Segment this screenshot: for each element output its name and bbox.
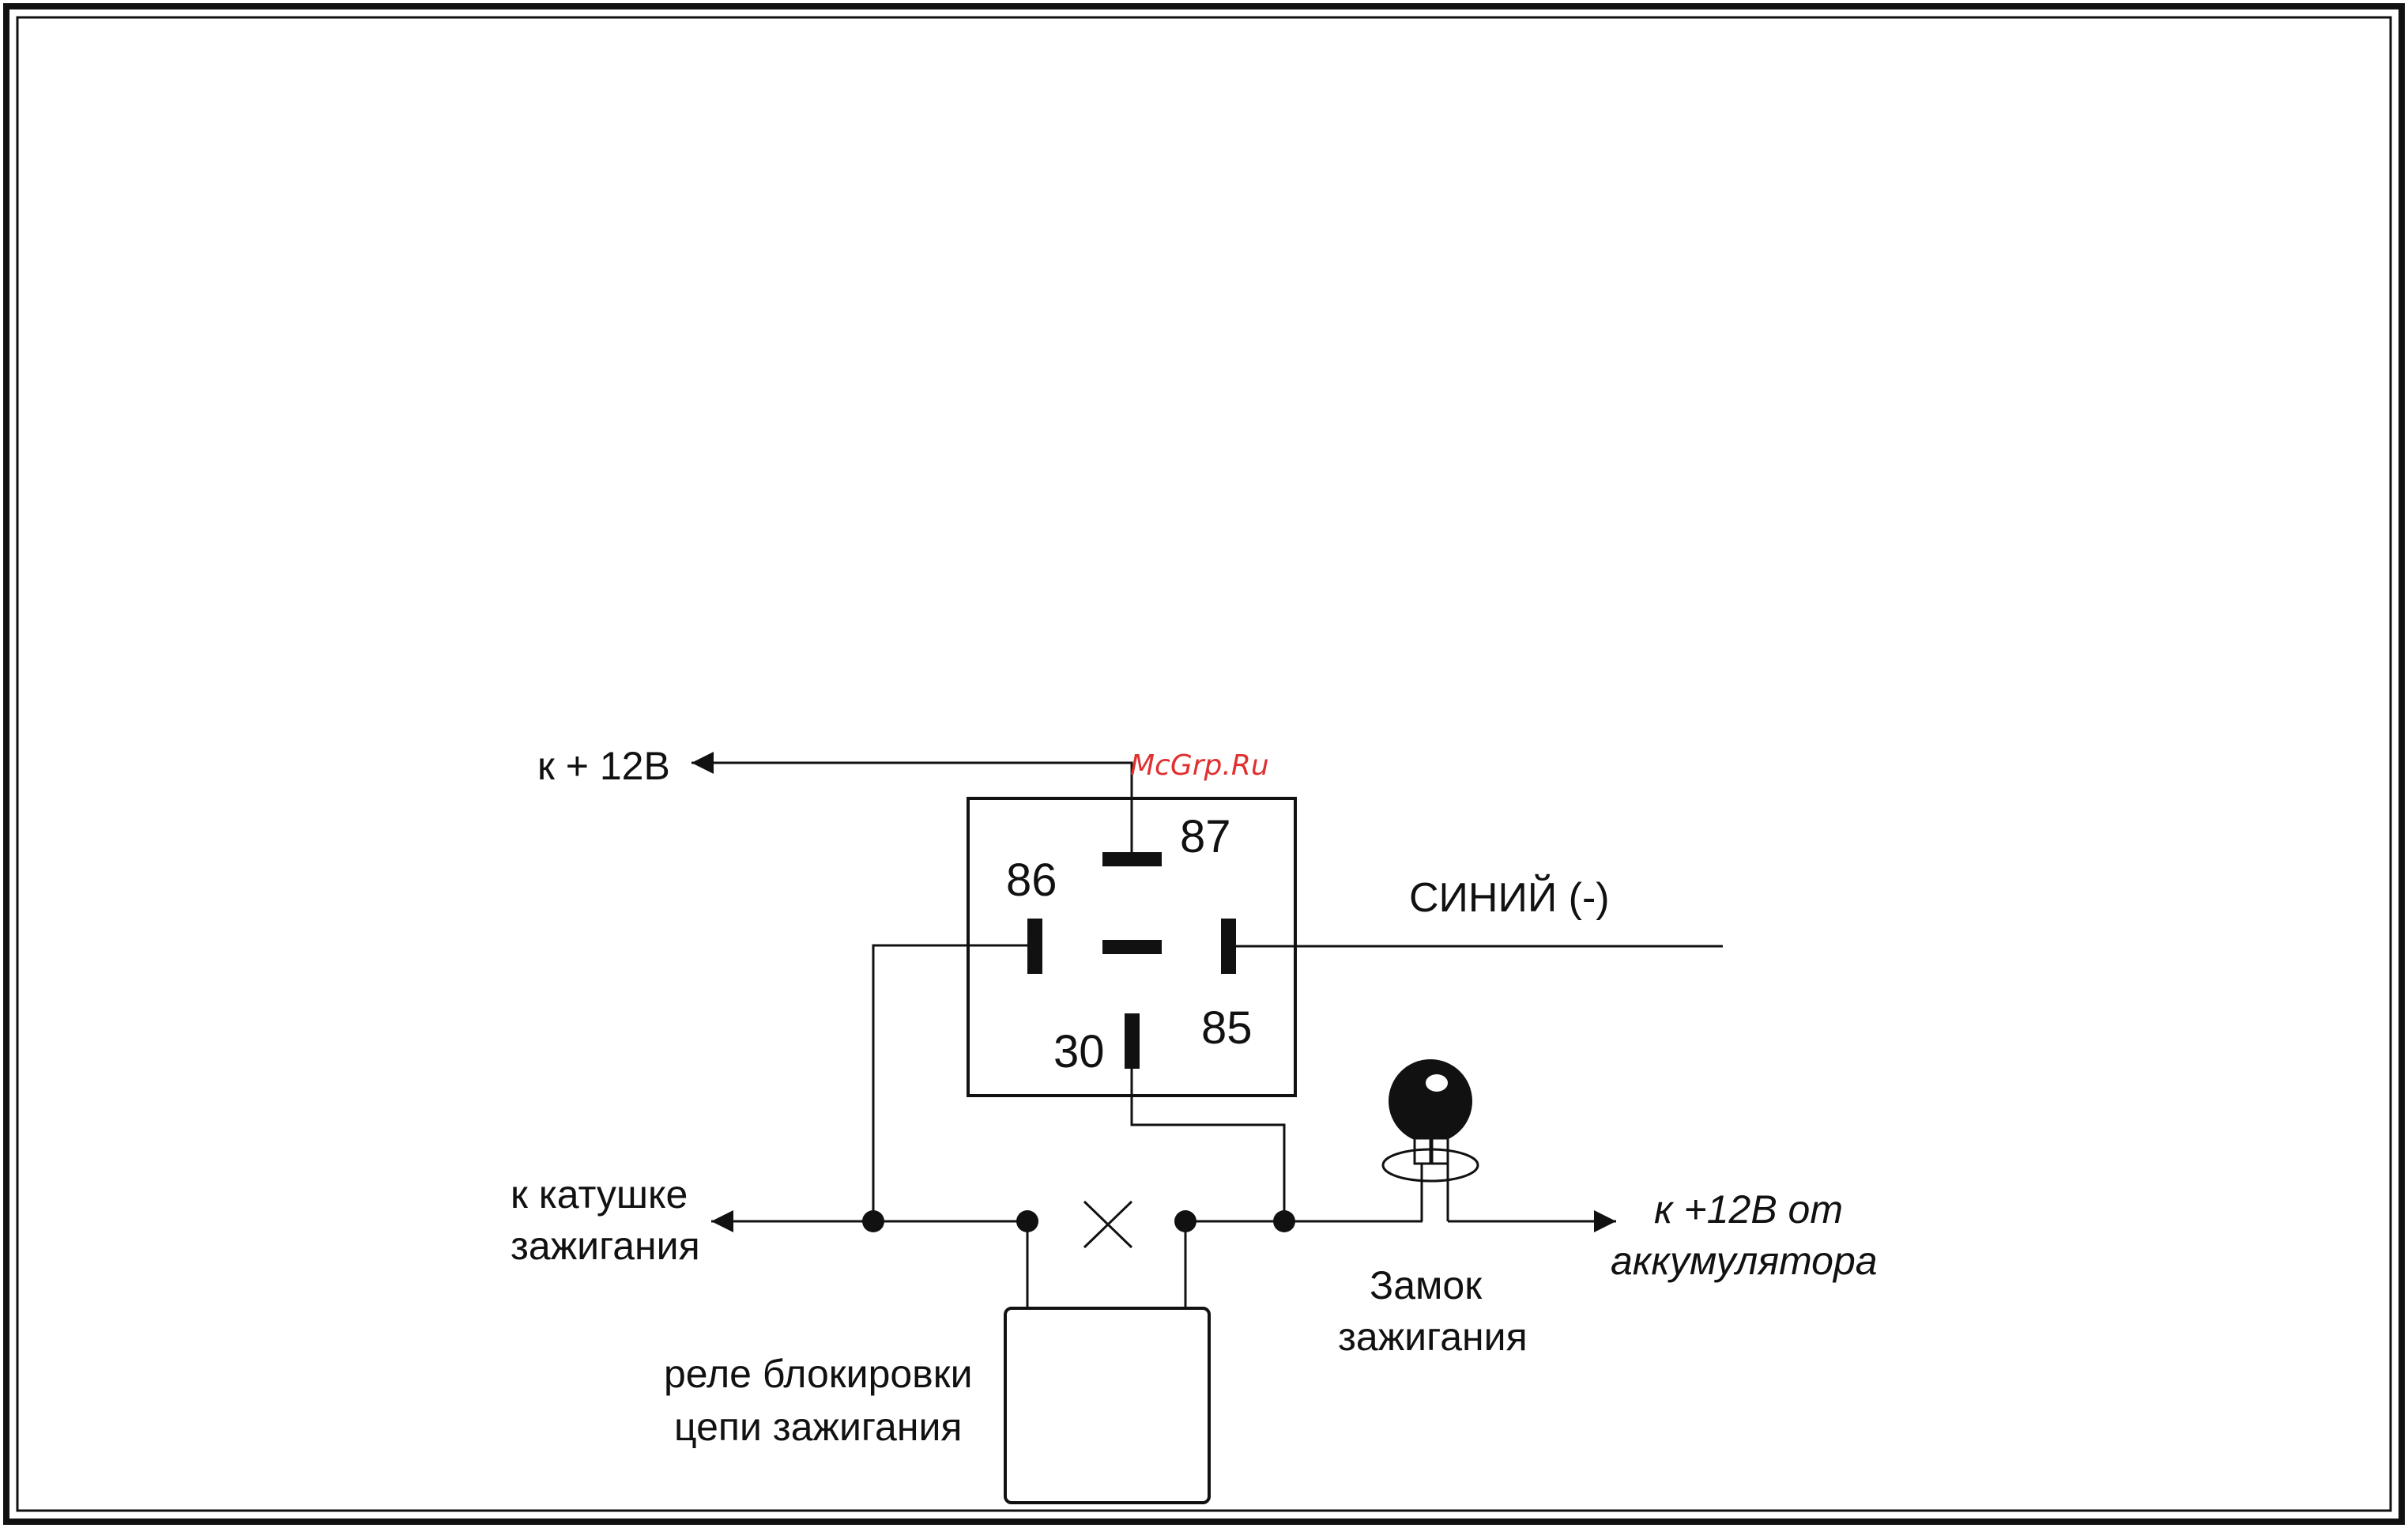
block-relay-label-line2: цепи зажигания xyxy=(674,1405,962,1449)
pin-30-label: 30 xyxy=(1053,1026,1105,1077)
lock-label-line1: Замок xyxy=(1370,1263,1483,1307)
battery-label-line1: к +12В от xyxy=(1654,1187,1843,1232)
plus12-label: к + 12В xyxy=(537,744,670,788)
pin-87-contact xyxy=(1102,852,1162,866)
coil-label-line2: зажигания xyxy=(511,1224,700,1268)
battery-label-line2: аккумулятора xyxy=(1611,1239,1878,1283)
pin-85-label: 85 xyxy=(1201,1002,1253,1054)
coil-label-line1: к катушке xyxy=(511,1172,688,1217)
wire-86 xyxy=(873,945,1027,1221)
block-relay-label-line1: реле блокировки xyxy=(664,1352,973,1396)
blocking-relay-box xyxy=(1005,1308,1209,1503)
blue-wire-label: СИНИЙ (-) xyxy=(1409,874,1610,921)
ignition-lock-icon xyxy=(1383,1059,1478,1221)
pin-85-contact xyxy=(1221,919,1236,974)
wire-87 xyxy=(691,763,1132,852)
center-contact xyxy=(1102,940,1162,954)
pin-87-label: 87 xyxy=(1180,811,1231,862)
wire-30 xyxy=(1132,1069,1284,1221)
pin-86-label: 86 xyxy=(1006,855,1057,906)
watermark: McGrp.Ru xyxy=(1130,749,1269,782)
pin-30-contact xyxy=(1125,1013,1140,1069)
lock-label-line2: зажигания xyxy=(1338,1315,1528,1359)
junction-86 xyxy=(862,1210,884,1232)
pin-86-contact xyxy=(1027,919,1042,974)
